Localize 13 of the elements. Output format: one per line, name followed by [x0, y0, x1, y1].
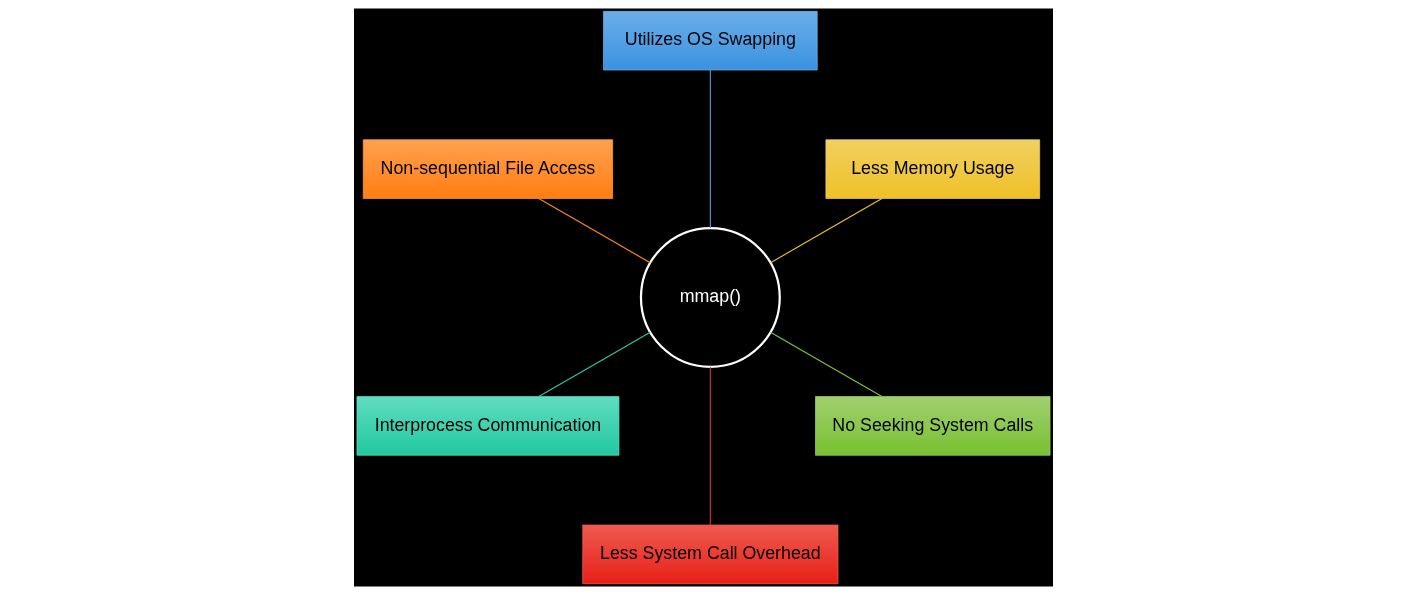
node-box: Interprocess Communication	[356, 396, 619, 456]
connector	[537, 197, 651, 264]
connector	[537, 331, 651, 398]
node-circle: mmap()	[639, 227, 781, 368]
connector	[769, 331, 882, 398]
node-box: Utilizes OS Swapping	[602, 11, 818, 71]
connector	[769, 197, 882, 264]
connector	[709, 69, 711, 229]
node-box: Less Memory Usage	[825, 139, 1040, 199]
node-box: Non-sequential File Access	[362, 139, 613, 199]
connector	[709, 366, 711, 526]
node-box: No Seeking System Calls	[814, 396, 1050, 456]
node-box: Less System Call Overhead	[581, 524, 838, 584]
